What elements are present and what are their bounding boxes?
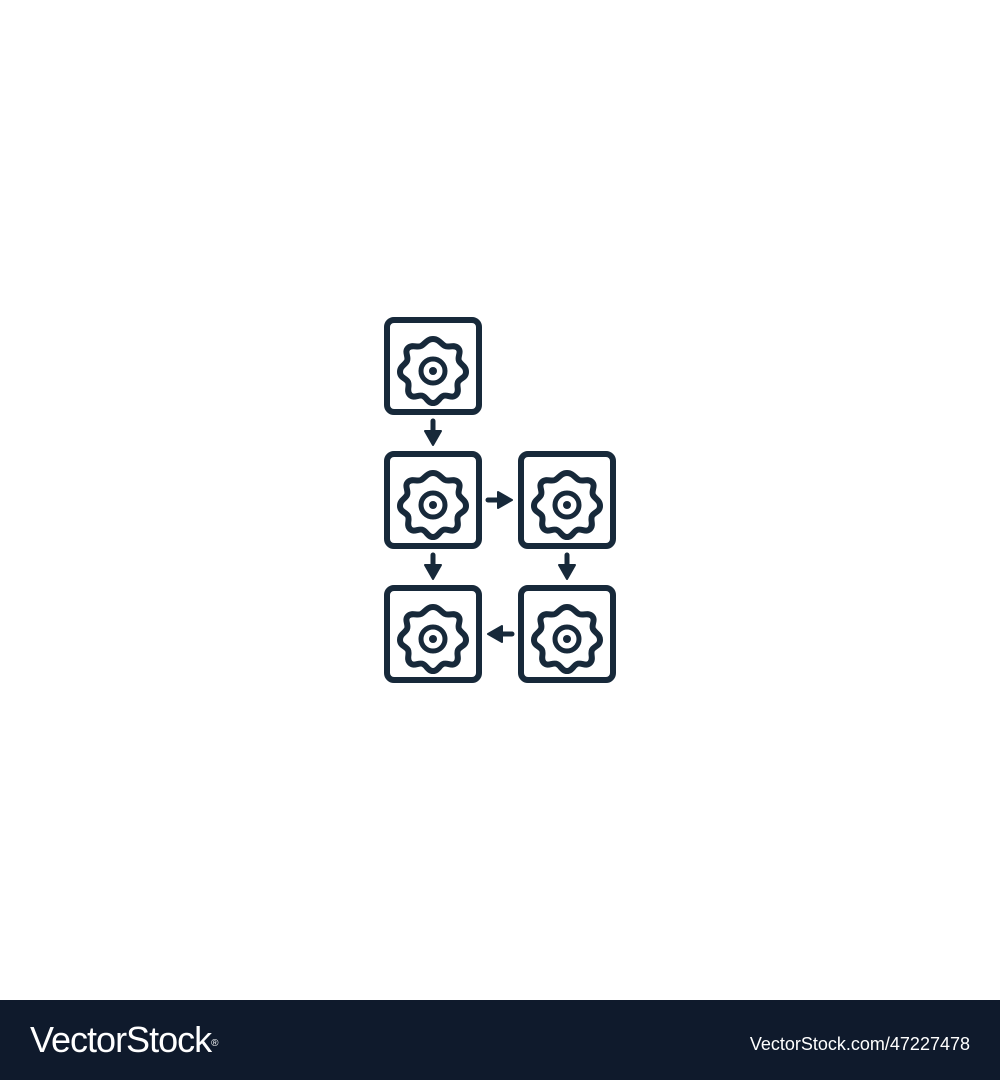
gear-icon (534, 607, 600, 671)
arrow-left-icon (487, 625, 515, 643)
arrow-down-icon (558, 552, 576, 580)
node-bottom-left (384, 585, 482, 683)
image-canvas (384, 317, 616, 683)
gear-icon (534, 473, 600, 537)
arrow-head (487, 625, 503, 643)
node-box (384, 585, 482, 683)
stock-id-label: VectorStock.com/47227478 (749, 1034, 970, 1054)
node-box (518, 585, 616, 683)
node-box (384, 451, 482, 549)
gear-icon (400, 607, 466, 671)
workflow-gears-icon (384, 317, 616, 683)
vectorstock-logo: VectorStock® (30, 1019, 219, 1060)
watermark-footer: VectorStock® VectorStock.com/47227478 (0, 1000, 1000, 1080)
arrow-head (558, 564, 576, 580)
arrow-head (424, 430, 442, 446)
arrow-right-icon (485, 491, 513, 509)
gear-icon (400, 339, 466, 403)
node-bottom-right (518, 585, 616, 683)
node-box (518, 451, 616, 549)
gear-icon (400, 473, 466, 537)
registered-mark: ® (211, 1038, 218, 1049)
logo-text: VectorStock (30, 1019, 212, 1060)
node-box (384, 317, 482, 415)
arrow-down-icon (424, 552, 442, 580)
arrow-head (497, 491, 513, 509)
node-mid-left (384, 451, 482, 549)
arrow-down-icon (424, 418, 442, 446)
node-mid-right (518, 451, 616, 549)
node-top (384, 317, 482, 415)
arrow-head (424, 564, 442, 580)
